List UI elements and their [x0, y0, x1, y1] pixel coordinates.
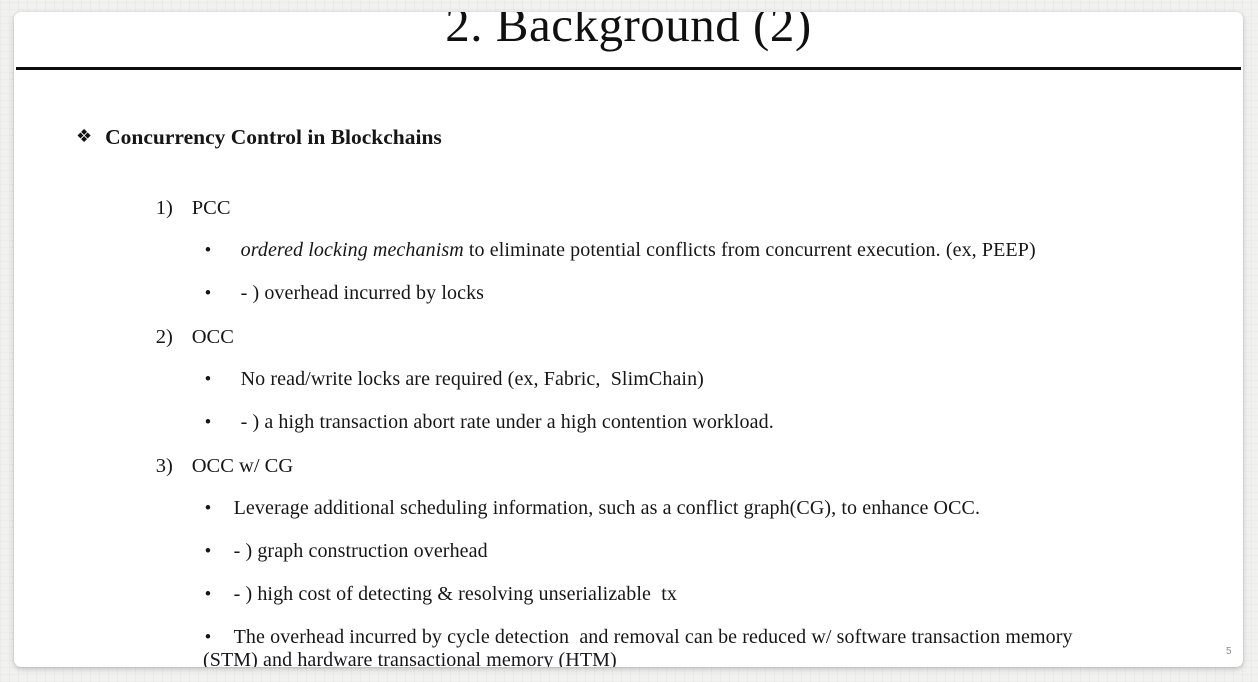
bullet-text: Leverage additional scheduling informati…: [233, 497, 981, 519]
section-heading: ❖ Concurrency Control in Blockchains: [76, 124, 442, 150]
item-label: OCC w/ CG: [191, 455, 294, 477]
numbered-item-pcc: 1) PCC: [125, 171, 231, 246]
bullet-dot-icon: •: [204, 412, 212, 433]
numbered-item-occ-cg: 3) OCC w/ CG: [125, 429, 293, 504]
bullet-dot-icon: •: [204, 584, 212, 605]
item-number: 1): [155, 197, 173, 219]
slide-canvas: 2. Background (2) ❖ Concurrency Control …: [14, 12, 1243, 667]
bullet-item: • - ) overhead incurred by locks: [174, 257, 484, 330]
item-number: 3): [155, 455, 173, 477]
bullet-text-rest: to eliminate potential conflicts from co…: [463, 239, 1036, 261]
item-label: OCC: [191, 326, 234, 348]
bullet-text: No read/write locks are required (ex, Fa…: [240, 368, 704, 390]
bullet-text: The overhead incurred by cycle detection…: [233, 626, 1073, 648]
bullet-text: - ) graph construction overhead: [233, 540, 488, 562]
bullet-item: • - ) graph construction overhead: [174, 515, 488, 588]
bullet-dot-icon: •: [204, 627, 212, 648]
bullet-text: - ) high cost of detecting & resolving u…: [233, 583, 677, 605]
item-number: 2): [155, 326, 173, 348]
bullet-dot-icon: •: [204, 369, 212, 390]
bullet-text: ordered locking mechanism to eliminate p…: [241, 239, 1036, 261]
bullet-text: - ) overhead incurred by locks: [240, 282, 485, 304]
bullet-item: • The overhead incurred by cycle detectio…: [174, 601, 1073, 667]
bullet-dot-icon: •: [204, 283, 212, 304]
diamond-bullet-icon: ❖: [76, 126, 93, 147]
bullet-text-continuation: (STM) and hardware transactional memory …: [203, 649, 617, 667]
bullet-item: • - ) high cost of detecting & resolving …: [174, 558, 677, 631]
bullet-item: • Leverage additional scheduling informat…: [174, 472, 980, 545]
title-divider-line: [16, 67, 1241, 70]
bullet-dot-icon: •: [204, 240, 212, 261]
bullet-item: • No read/write locks are required (ex, F…: [174, 343, 704, 416]
bullet-item: • - ) a high transaction abort rate under…: [174, 386, 774, 459]
bullet-dot-icon: •: [204, 541, 212, 562]
item-label: PCC: [191, 197, 231, 219]
bullet-text-italic: ordered locking mechanism: [240, 239, 464, 261]
bullet-text: - ) a high transaction abort rate under …: [240, 411, 774, 433]
numbered-item-occ: 2) OCC: [125, 300, 234, 375]
section-heading-text: Concurrency Control in Blockchains: [105, 125, 442, 149]
page-number: 5: [1226, 646, 1232, 657]
slide-title: 2. Background (2): [445, 12, 812, 52]
bullet-dot-icon: •: [204, 498, 212, 519]
bullet-item: • ordered locking mechanism to eliminate …: [174, 214, 1036, 287]
